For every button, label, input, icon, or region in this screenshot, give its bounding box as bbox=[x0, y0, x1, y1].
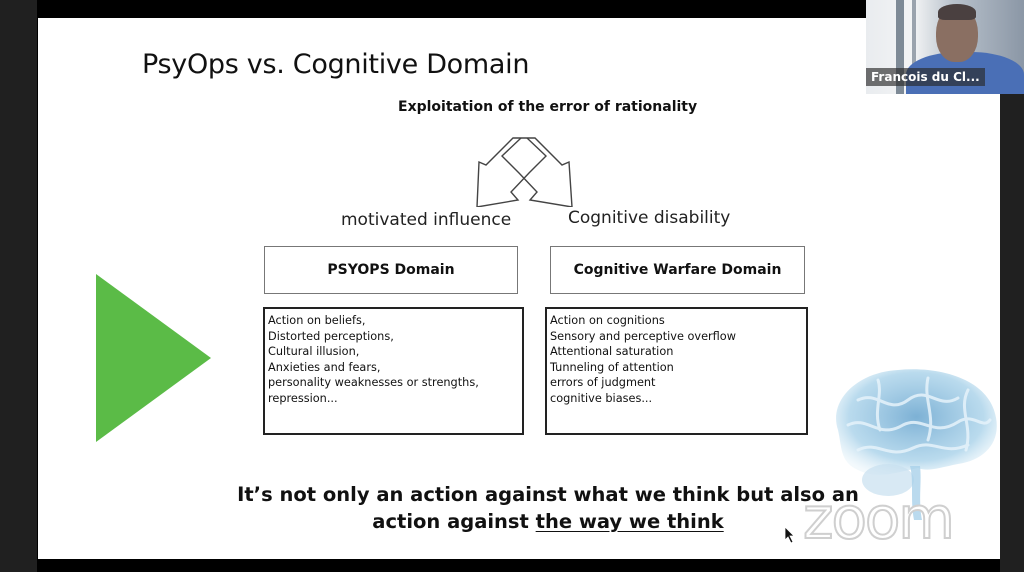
list-item: cognitive biases... bbox=[550, 391, 653, 405]
list-item: repression... bbox=[268, 391, 338, 405]
list-item: Attentional saturation bbox=[550, 345, 674, 358]
list-item: Distorted perceptions, bbox=[268, 329, 394, 343]
quote-underlined-phrase: the way we think bbox=[535, 510, 724, 533]
list-item: Action on beliefs, bbox=[268, 314, 366, 327]
quote-line-2: action against the way we think bbox=[188, 508, 908, 535]
cognitive-warfare-domain-heading: Cognitive Warfare Domain bbox=[550, 246, 805, 294]
list-item: Anxieties and fears, bbox=[268, 360, 381, 374]
list-item: Action on cognitions bbox=[550, 314, 665, 327]
quote-line-2-prefix: action against bbox=[372, 510, 536, 533]
bottom-frame-bar bbox=[37, 560, 1000, 572]
slide-subtitle: Exploitation of the error of rationality bbox=[398, 99, 698, 115]
list-item: personality weaknesses or strengths, bbox=[268, 376, 479, 389]
participant-video-tile[interactable]: Francois du Cl... bbox=[866, 0, 1024, 94]
participant-name-tag: Francois du Cl... bbox=[866, 68, 985, 86]
list-item: errors of judgment bbox=[550, 376, 656, 389]
key-quote: It’s not only an action against what we … bbox=[188, 481, 908, 535]
split-arrows-icon bbox=[476, 137, 573, 207]
mouse-cursor-icon bbox=[784, 526, 795, 544]
window-frame bbox=[912, 0, 916, 94]
brain-icon bbox=[836, 369, 997, 520]
zoom-watermark: zoom bbox=[802, 483, 956, 553]
top-frame-bar bbox=[37, 0, 867, 18]
psyops-description-box: Action on beliefs, Distorted perceptions… bbox=[263, 307, 524, 435]
cognitive-disability-label: Cognitive disability bbox=[568, 208, 731, 228]
list-item: Cultural illusion, bbox=[268, 345, 360, 358]
participant-hair bbox=[938, 4, 976, 20]
shared-slide: PsyOps vs. Cognitive Domain Exploitation… bbox=[38, 18, 1000, 559]
left-frame-bar bbox=[0, 0, 37, 572]
motivated-influence-label: motivated influence bbox=[341, 210, 512, 230]
quote-line-1: It’s not only an action against what we … bbox=[237, 483, 859, 506]
cognitive-warfare-description-box: Action on cognitions Sensory and percept… bbox=[545, 307, 808, 435]
window-frame bbox=[896, 0, 904, 94]
psyops-domain-heading: PSYOPS Domain bbox=[264, 246, 518, 294]
list-item: Sensory and perceptive overflow bbox=[550, 329, 736, 343]
right-frame-bar bbox=[1000, 0, 1024, 572]
slide-title: PsyOps vs. Cognitive Domain bbox=[142, 49, 530, 80]
list-item: Tunneling of attention bbox=[550, 360, 674, 374]
play-triangle-icon bbox=[96, 274, 211, 442]
